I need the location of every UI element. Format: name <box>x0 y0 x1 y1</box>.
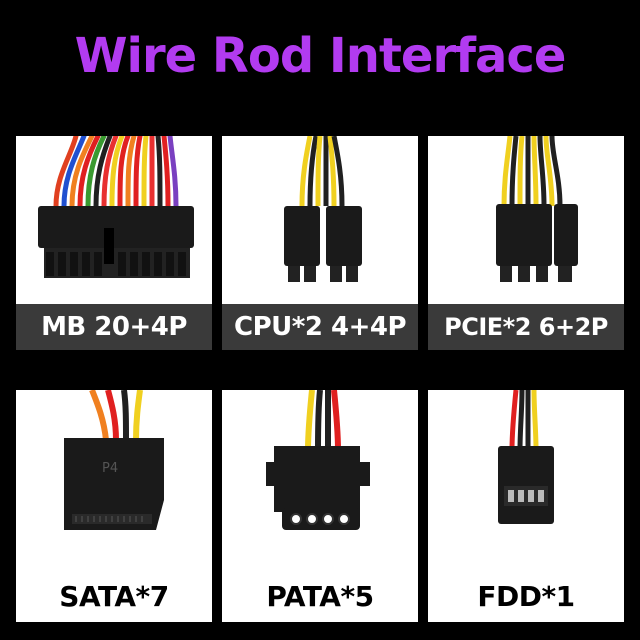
connector-label: SATA*7 <box>16 570 212 622</box>
connector-tile-sata: P4 SATA*7 <box>16 390 212 622</box>
mb-connector-image <box>38 136 194 278</box>
connector-tile-pata: PATA*5 <box>222 390 418 622</box>
connector-label: FDD*1 <box>428 570 624 622</box>
cpu-connector-image <box>284 136 362 282</box>
sata-connector-image: P4 <box>64 390 164 530</box>
connector-tile-mb: MB 20+4P <box>16 136 212 350</box>
pata-connector-image <box>266 390 370 530</box>
connector-tile-fdd: FDD*1 <box>428 390 624 622</box>
connector-label: CPU*2 4+4P <box>222 304 418 350</box>
page-title: Wire Rod Interface <box>74 28 567 84</box>
connector-tile-pcie: PCIE*2 6+2P <box>428 136 624 350</box>
fdd-connector-image <box>498 390 554 524</box>
connector-label: PCIE*2 6+2P <box>428 304 624 350</box>
connector-label: MB 20+4P <box>16 304 212 350</box>
connector-marking: P4 <box>102 461 118 476</box>
connector-tile-cpu: CPU*2 4+4P <box>222 136 418 350</box>
pcie-connector-image <box>496 136 578 282</box>
connector-label: PATA*5 <box>222 570 418 622</box>
